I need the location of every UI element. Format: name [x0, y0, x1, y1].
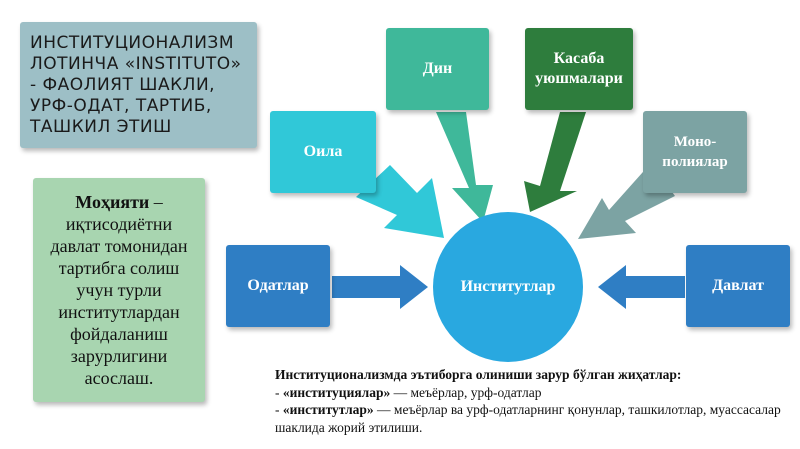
arrow-din [436, 112, 493, 222]
title-box: ИНСТИТУЦИОНАЛИЗМ ЛОТИНЧА «INSTITUTO» - Ф… [20, 22, 257, 148]
node-davlat: Давлат [686, 245, 790, 327]
node-odatlar-label: Одатлар [247, 277, 309, 294]
notes-item-1-term: «институциялар» [282, 384, 391, 400]
node-mono: Моно-полиялар [643, 111, 747, 193]
center-node: Институтлар [433, 212, 583, 362]
definition-body: – иқтисодиётни давлат томонидан тартибга… [50, 192, 188, 388]
node-oila: Оила [270, 111, 376, 193]
notes-item-2-text: — меъёрлар ва урф-одатларнинг қонунлар, … [275, 402, 781, 435]
node-odatlar: Одатлар [226, 245, 330, 327]
title-text: ИНСТИТУЦИОНАЛИЗМ ЛОТИНЧА «INSTITUTO» - Ф… [30, 32, 242, 137]
notes-item-2: - «институтлар» — меъёрлар ва урф-одатла… [275, 402, 781, 435]
arrow-oila [356, 165, 444, 238]
center-label: Институтлар [460, 278, 556, 295]
node-oila-label: Оила [303, 143, 343, 160]
notes-item-1: - «институциялар» — меъёрлар, урф-одатла… [275, 384, 542, 400]
definition-box: Моҳияти – иқтисодиётни давлат томонидан … [33, 178, 205, 402]
node-davlat-label: Давлат [712, 277, 764, 294]
definition-text: Моҳияти – иқтисодиётни давлат томонидан … [41, 191, 197, 389]
arrow-kasaba [524, 112, 586, 212]
node-kasaba: Касаба уюшмалари [525, 28, 633, 110]
notes-heading: Институционализмда эътиборга олиниши зар… [275, 367, 682, 382]
notes-item-1-text: — меъёрлар, урф-одатлар [390, 384, 542, 400]
notes-block: Институционализмда эътиборга олиниши зар… [275, 366, 795, 436]
node-kasaba-label: Касаба уюшмалари [535, 50, 623, 87]
notes-item-2-term: «институтлар» [282, 402, 374, 417]
node-din-label: Дин [422, 60, 453, 77]
arrow-davlat [598, 265, 685, 309]
node-din: Дин [386, 28, 489, 110]
node-mono-label: Моно-полиялар [662, 134, 728, 170]
arrow-odatlar [332, 265, 428, 309]
definition-term: Моҳияти [75, 192, 150, 212]
